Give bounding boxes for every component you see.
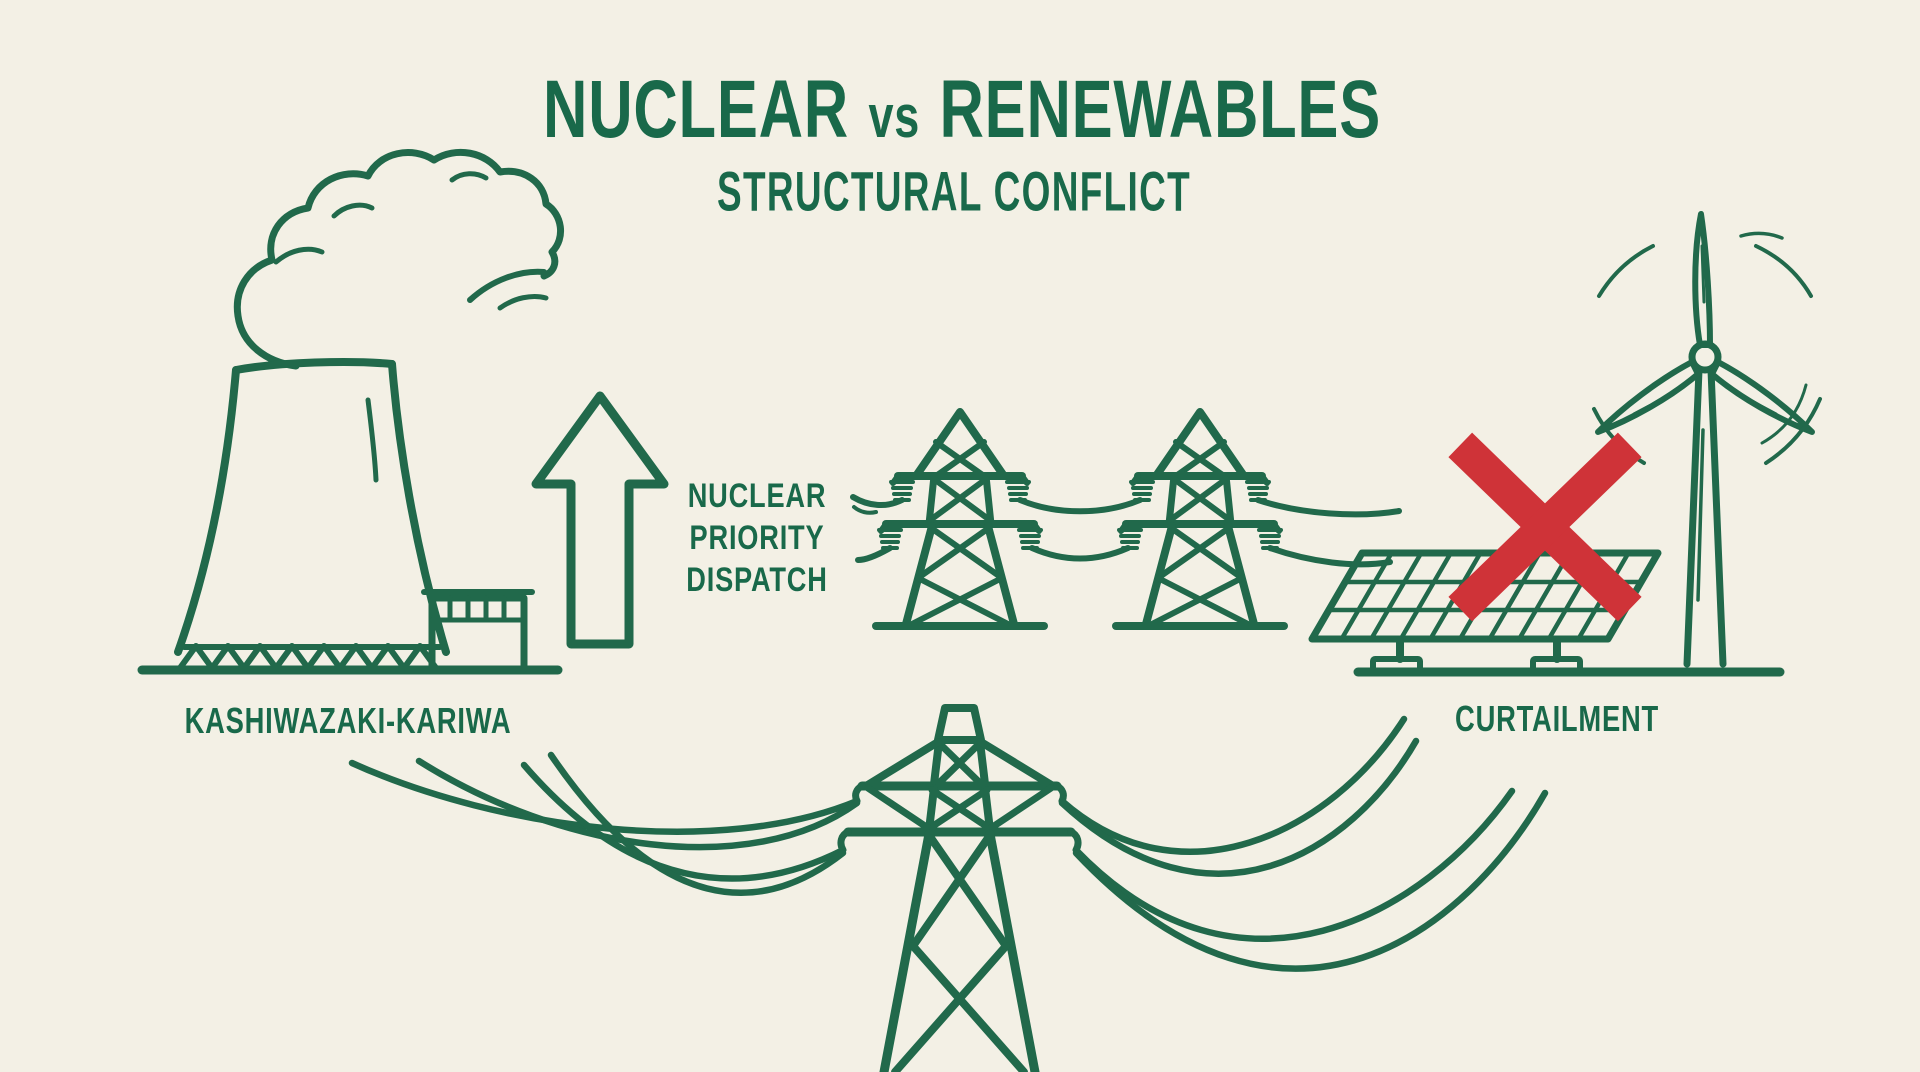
- red-x-icon: [1448, 432, 1642, 622]
- reactor-building-icon: [421, 589, 535, 672]
- plant-label: KASHIWAZAKI-KARIWA: [184, 700, 512, 741]
- dispatch-label: NUCLEAR PRIORITY DISPATCH: [686, 475, 827, 601]
- page-subtitle: STRUCTURAL CONFLICT: [716, 159, 1192, 223]
- dispatch-line-1: NUCLEAR: [687, 477, 827, 515]
- cooling-tower-icon: [174, 358, 450, 671]
- steam-cloud-icon: [233, 148, 564, 370]
- dispatch-line-2: PRIORITY: [689, 519, 825, 557]
- up-arrow-icon: [531, 391, 669, 649]
- transmission-tower-left-icon: [876, 412, 1044, 626]
- title-renewables: RENEWABLES: [939, 64, 1381, 155]
- curtailment-label: CURTAILMENT: [1455, 698, 1659, 739]
- large-transmission-tower-icon: [837, 704, 1082, 1072]
- title-nuclear: NUCLEAR: [543, 64, 849, 155]
- page-title: NUCLEAR vs RENEWABLES: [543, 63, 1381, 157]
- solar-panel-icon: [1308, 549, 1662, 675]
- sweeping-power-lines: [348, 715, 1549, 972]
- transmission-tower-right-icon: [1116, 412, 1284, 626]
- dispatch-line-3: DISPATCH: [686, 561, 828, 599]
- title-vs: vs: [868, 83, 921, 150]
- wind-turbine-icon: [1592, 211, 1822, 668]
- mid-power-lines: [850, 494, 1402, 568]
